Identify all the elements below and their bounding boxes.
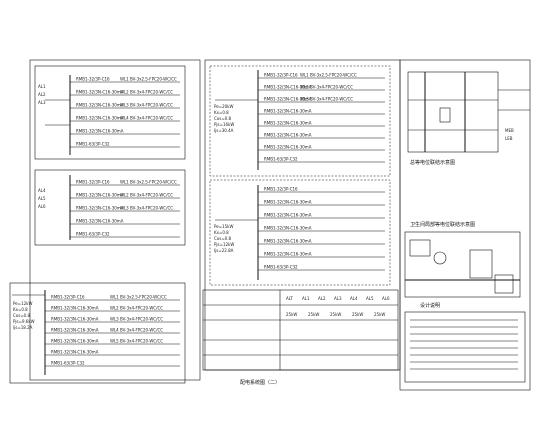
panel-c-cable-label: WL4 BV-3x4-FPC20-WC/CC [110, 328, 163, 333]
panel-a-breaker-label: RMB1-63/3P-C32 [76, 142, 110, 147]
panel-d-top-breaker-label: RMB1-32/3P-C16 [264, 73, 298, 78]
panel-d-top-cable-label: WL2 BV-3x4-FPC20-WC/CC [300, 85, 353, 90]
table-value: 25kW [352, 312, 363, 317]
panel-d-top-param: Pe=20kW [214, 104, 233, 109]
caption-system: 配电系统图（二） [240, 379, 280, 386]
panel-d-bot-param: Cos=0.8 [214, 236, 231, 241]
panel-c-cable-label: WL2 BV-3x4-FPC20-WC/CC [110, 306, 163, 311]
feeder-id: AL3 [38, 100, 46, 105]
panel-a-cable-label: WL4 BV-3x4-FPC20-WC/CC [120, 116, 173, 121]
panel-a-breaker-label: RMB1-32/3P-C16 [76, 77, 110, 82]
panel-a-breaker-label: RMB1-32/3N-C16-30mA [76, 103, 124, 108]
panel-c-breaker-label: RMB1-32/3N-C16-30mA [51, 339, 99, 344]
panel-b-cable-label: WL1 BV-3x2.5-FPC20-WC/CC [120, 180, 177, 185]
panel-d-top-breaker-label: RMB1-32/3N-C16-30mA [264, 97, 312, 102]
panel-b-cable-label: WL3 BV-3x4-FPC20-WC/CC [120, 206, 173, 211]
panel-a-cable-label: WL3 BV-3x4-FPC20-WC/CC [120, 103, 173, 108]
panel-d-top-breaker-label: RMB1-32/3N-C16-30mA [264, 121, 312, 126]
table-label: AL4 [350, 296, 358, 301]
feeder-id: AL2 [38, 92, 46, 97]
caption-notes: 设计说明 [420, 302, 440, 309]
table-label: AL6 [382, 296, 390, 301]
panel-c-cable-label: WL1 BV-3x2.5-FPC20-WC/CC [110, 295, 167, 300]
feeder-id: AL6 [38, 204, 46, 209]
feeder-id: AL4 [38, 188, 46, 193]
panel-a-breaker-label: RMB1-32/3N-C16-30mA [76, 90, 124, 95]
panel-d-top-cable-label: WL1 BV-3x2.5-FPC20-WC/CC [300, 73, 357, 78]
panel-c-param: Ijs=18.2A [13, 325, 33, 330]
panel-c-breaker-label: RMB1-32/3N-C16-30mA [51, 328, 99, 333]
panel-d-top-param: Cos=0.8 [214, 116, 231, 121]
panel-b-breaker-label: RMB1-63/3P-C32 [76, 232, 110, 237]
panel-d-top-breaker-label: RMB1-63/3P-C32 [264, 157, 298, 162]
panel-b-breaker-label: RMB1-32/3N-C16-30mA [76, 193, 124, 198]
panel-d-top-param: Ijs=30.4A [214, 128, 234, 133]
panel-c-breaker-label: RMB1-63/3P-C32 [51, 361, 85, 366]
panel-a-cable-label: WL2 BV-3x4-FPC20-WC/CC [120, 90, 173, 95]
panel-d-bot-breaker-label: RMB1-32/3N-C16-30mA [264, 239, 312, 244]
table-value: 25kW [330, 312, 341, 317]
table-label: AL2 [318, 296, 326, 301]
panel-d-top-cable-label: WL3 BV-3x4-FPC20-WC/CC [300, 97, 353, 102]
table-label: AL5 [366, 296, 374, 301]
panel-b-breaker-label: RMB1-32/3P-C16 [76, 180, 110, 185]
panel-a: RMB1-32/3P-C16 WL1 BV-3x2.5-FPC20-WC/CC RM… [34, 65, 186, 160]
panel-b-cable-label: WL2 BV-3x4-FPC20-WC/CC [120, 193, 173, 198]
equipotential-detail [407, 71, 530, 153]
panel-d-top-param: Kx=0.8 [214, 110, 229, 115]
legend-leb: LEB [505, 136, 513, 141]
panel-c-cable-label: WL3 BV-3x4-FPC20-WC/CC [110, 317, 163, 322]
table-value: 25kW [308, 312, 319, 317]
panel-c-cable-label: WL5 BV-3x4-FPC20-WC/CC [110, 339, 163, 344]
panel-c-param: Kx=0.8 [13, 307, 28, 312]
panel-d-bot-breaker-label: RMB1-32/3P-C16 [264, 187, 298, 192]
panel-c-breaker-label: RMB1-32/3N-C16-30mA [51, 306, 99, 311]
panel-b-breaker-label: RMB1-32/3N-C16-30mA [76, 219, 124, 224]
panel-d-bot-breaker-label: RMB1-63/3P-C32 [264, 265, 298, 270]
panel-c: RMB1-32/3P-C16 WL1 BV-3x2.5-FPC20-WC/CC RM… [9, 282, 186, 384]
bottom-table: ALT AL1 AL2 AL3 AL4 AL5 AL6 25kW 25kW 25kW 25kW 25k… [202, 289, 399, 371]
panel-c-breaker-label: RMB1-32/3N-C16-30mA [51, 350, 99, 355]
panel-d-top-breaker-label: RMB1-32/3N-C16-30mA [264, 145, 312, 150]
panel-d-bot-param: Kx=0.8 [214, 230, 229, 235]
panel-c-breaker-label: RMB1-32/3N-C16-30mA [51, 317, 99, 322]
panel-c-param: Cos=0.8 [13, 313, 30, 318]
table-label: AL1 [302, 296, 310, 301]
caption-equipotential: 总等电位联结示意图 [410, 159, 455, 166]
feeder-id: AL1 [38, 84, 46, 89]
panel-b-breaker-label: RMB1-32/3N-C16-30mA [76, 206, 124, 211]
table-label: ALT [286, 296, 293, 301]
table-value: 25kW [286, 312, 297, 317]
design-notes [404, 311, 526, 383]
panel-c-param: Pe=12kW [13, 301, 32, 306]
panel-d-top-breaker-label: RMB1-32/3N-C16-30mA [264, 109, 312, 114]
panel-d-top-breaker-label: RMB1-32/3N-C16-30mA [264, 85, 312, 90]
panel-d-bot-breaker-label: RMB1-32/3N-C16-30mA [264, 213, 312, 218]
panel-a-breaker-label: RMB1-32/3N-C16-30mA [76, 116, 124, 121]
table-label: AL3 [334, 296, 342, 301]
panel-a-cable-label: WL1 BV-3x2.5-FPC20-WC/CC [120, 77, 177, 82]
panel-d-bot-param: Pjs=12kW [214, 242, 234, 247]
bathroom-detail [404, 231, 521, 298]
panel-c-param: Pjs=9.6kW [13, 319, 35, 324]
panel-d-bot-breaker-label: RMB1-32/3N-C16-30mA [264, 252, 312, 257]
sheet-frame-right [399, 59, 531, 391]
legend-meb: MEB [505, 128, 514, 133]
panel-a-breaker-label: RMB1-32/3N-C16-30mA [76, 129, 124, 134]
feeder-id: AL5 [38, 196, 46, 201]
table-value: 25kW [374, 312, 385, 317]
panel-b: RMB1-32/3P-C16 WL1 BV-3x2.5-FPC20-WC/CC RM… [34, 169, 186, 246]
panel-d-bot-breaker-label: RMB1-32/3N-C16-30mA [264, 200, 312, 205]
panel-c-breaker-label: RMB1-32/3P-C16 [51, 295, 85, 300]
caption-bathroom: 卫生间局部等电位联结示意图 [410, 221, 475, 228]
panel-d-bot-param: Pe=15kW [214, 224, 233, 229]
panel-d-bot-breaker-label: RMB1-32/3N-C16-30mA [264, 226, 312, 231]
panel-d-top-param: Pjs=16kW [214, 122, 234, 127]
panel-d-top-breaker-label: RMB1-32/3N-C16-30mA [264, 133, 312, 138]
panel-d-bot-param: Ijs=22.8A [214, 248, 234, 253]
sheet-frame-left [29, 59, 201, 381]
